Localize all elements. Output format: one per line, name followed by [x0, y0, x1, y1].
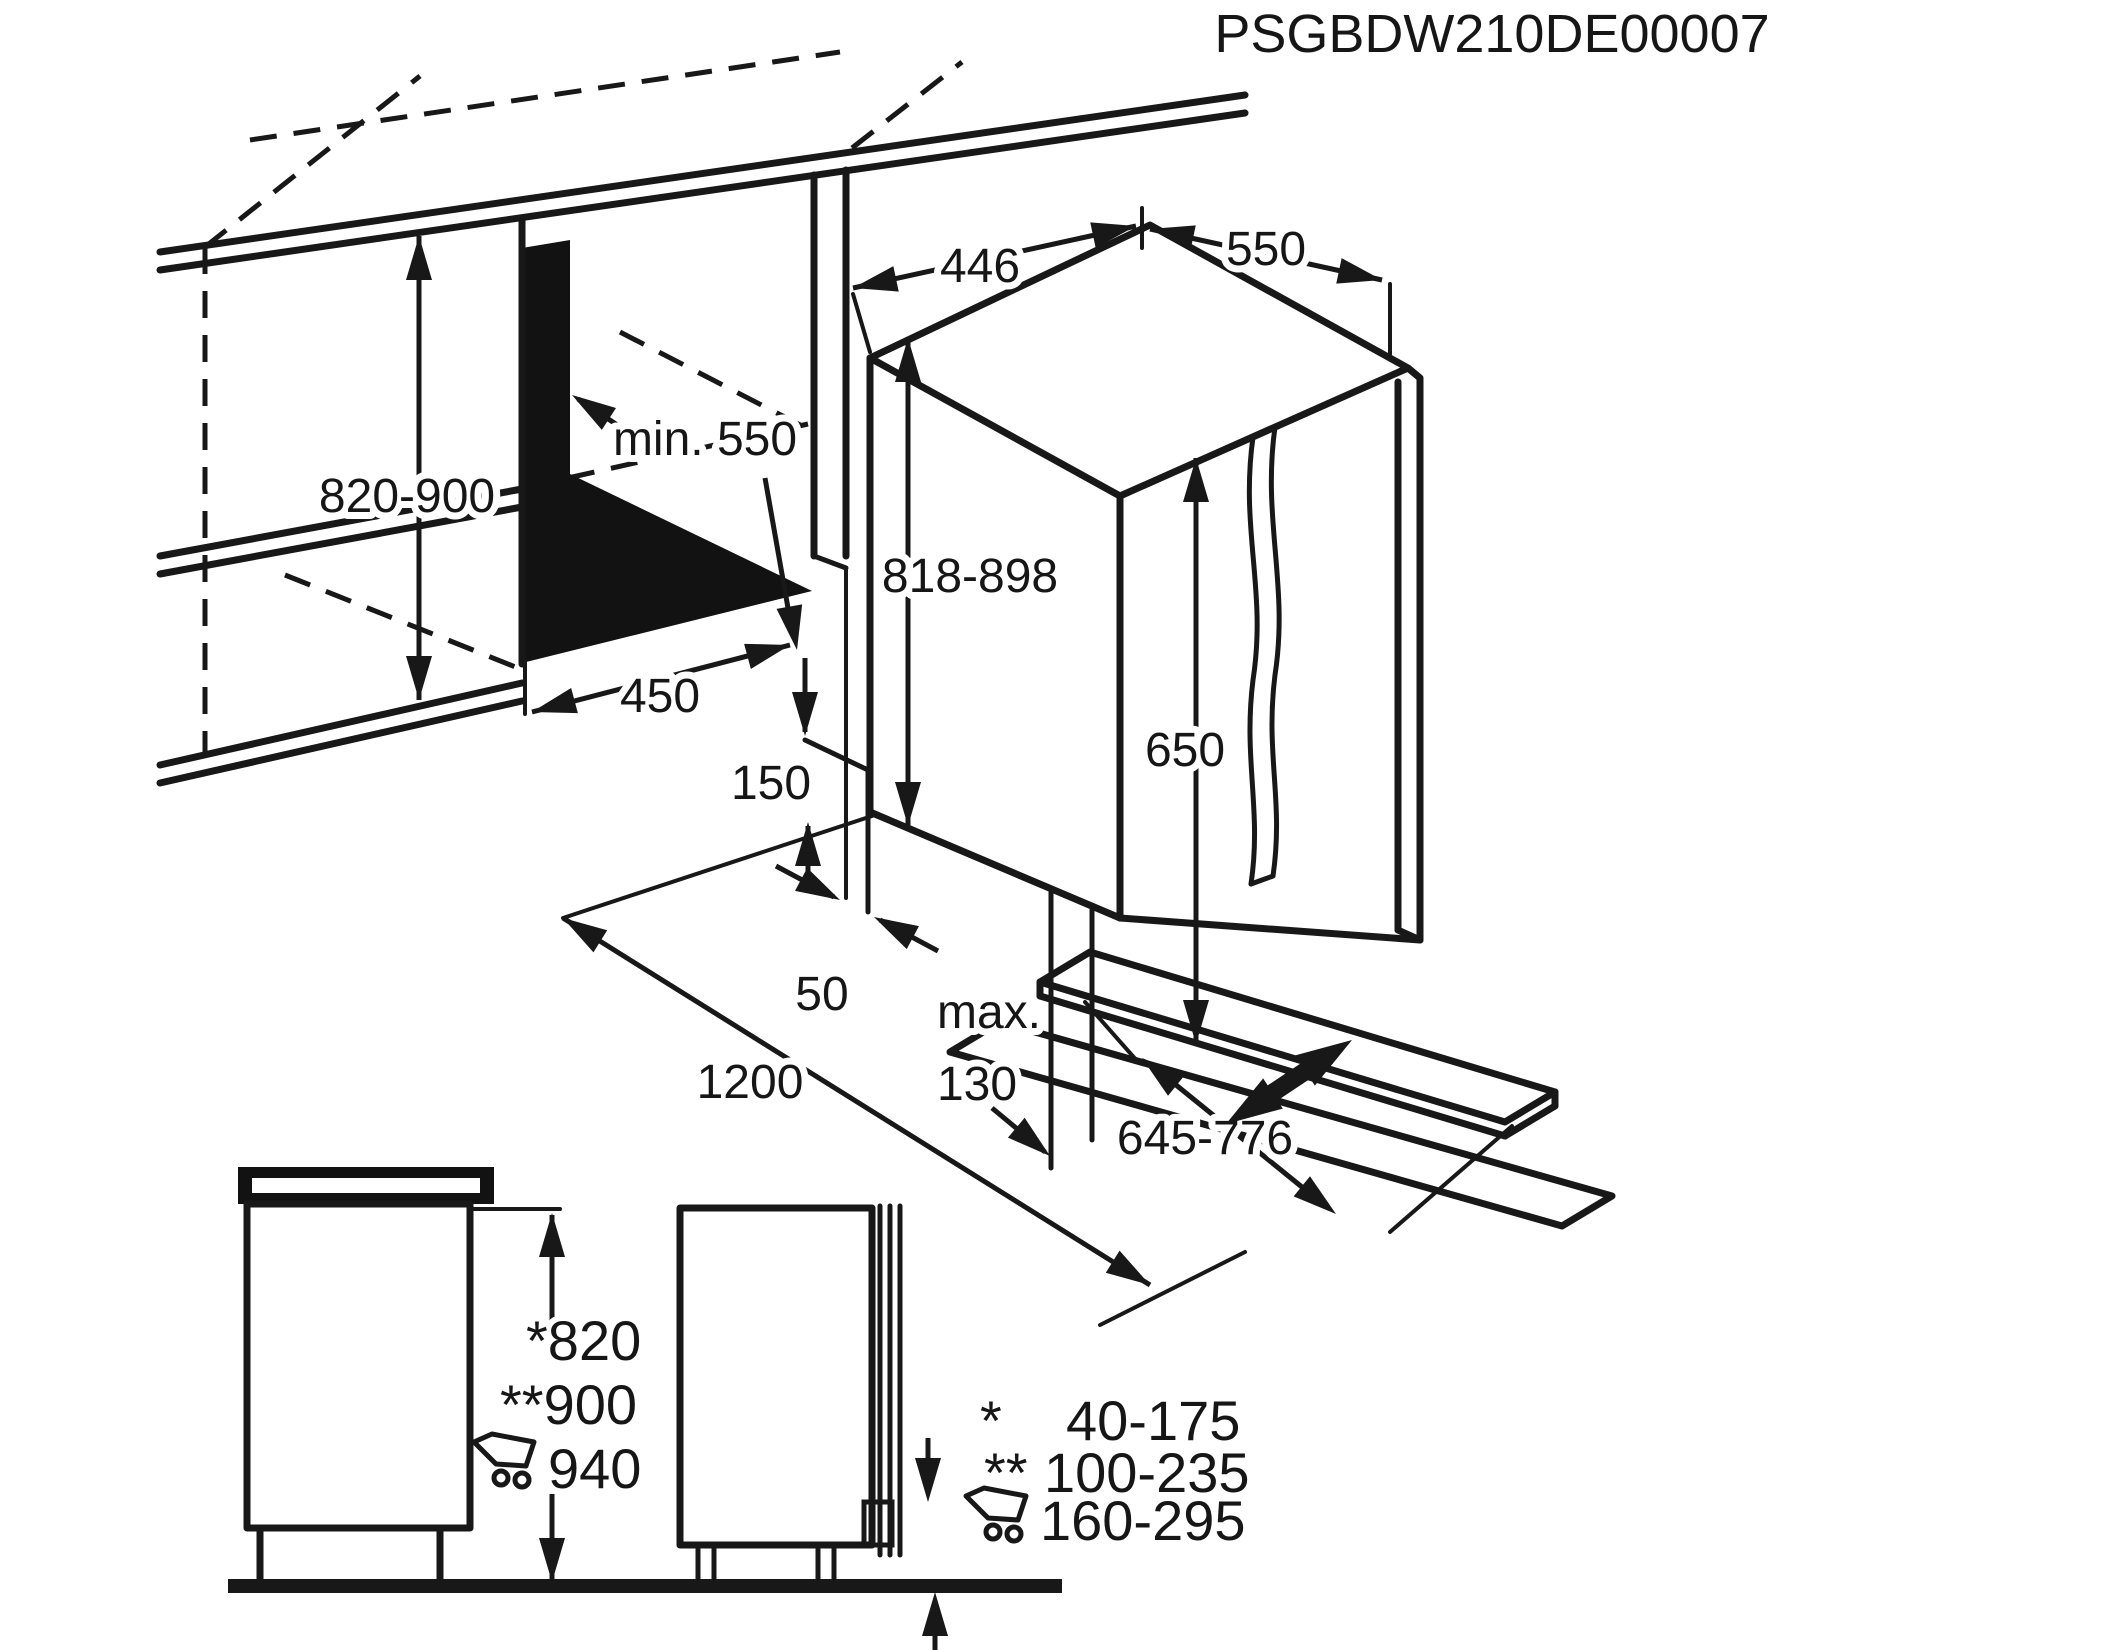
hidden-cabinet-edges	[202, 49, 964, 757]
niche-depth-label: min. 550	[613, 413, 797, 466]
niche-opening	[518, 216, 812, 668]
dim-appliance-height: 818-898	[875, 338, 1065, 826]
dim-niche-width: 450	[523, 632, 794, 730]
niche-side-panel	[810, 166, 850, 900]
legend-value: 100-235	[1044, 1441, 1250, 1504]
cabinet-side-view	[238, 1167, 494, 1588]
foot-adjustment-legend: * 40-175 ** 100-235 160-295	[966, 1383, 1256, 1558]
side-gap-label: 50	[795, 968, 848, 1021]
door-panel-wavy-edge	[1246, 434, 1260, 887]
niche-height-label: 820-900	[319, 470, 495, 523]
counter-base-rail	[156, 679, 526, 787]
appliance-depth-label: 550	[1226, 223, 1306, 276]
dim-niche-depth: min. 550	[564, 384, 810, 653]
appliance-height-label: 818-898	[882, 550, 1058, 603]
dim-side-gap: 50	[774, 863, 940, 1028]
dim-door-panel-height: 650	[1138, 458, 1232, 1044]
shopping-cart-icon	[474, 1434, 534, 1487]
niche-width-label: 450	[620, 670, 700, 723]
appliance-side-view	[676, 1203, 948, 1650]
main-isometric-view: 820-900 min. 550 450 446	[156, 49, 1616, 1327]
dim-front-clearance: 1200	[556, 814, 1247, 1327]
dim-slide-range: 645-776	[1083, 1000, 1514, 1234]
slide-out-plinth-boards	[946, 948, 1616, 1230]
front-clearance-label: 1200	[697, 1056, 804, 1109]
legend-value: 40-175	[1066, 1389, 1240, 1452]
door-panel-height-label: 650	[1145, 724, 1225, 777]
side-view-section: *820 **900 940 * 40-175 ** 100-235	[228, 1167, 1256, 1650]
slide-direction-icon	[1216, 1024, 1362, 1140]
dim-worktop-height: *820 **900 940	[474, 1207, 647, 1582]
worktop-height-double-star: **900	[500, 1373, 637, 1436]
worktop-height-cart: 940	[548, 1437, 641, 1500]
legend-value: 160-295	[1040, 1489, 1246, 1552]
appliance-width-label: 446	[940, 240, 1020, 293]
plinth-max-value: 130	[937, 1058, 1017, 1111]
door-bottom-arrow-icon	[915, 1458, 941, 1502]
dim-appliance-depth: 550	[1147, 216, 1392, 356]
door-panel-wavy-edge	[1268, 424, 1282, 879]
plinth-max-label: max.	[937, 986, 1041, 1039]
dim-niche-height: 820-900	[312, 236, 502, 700]
dim-appliance-width: 446	[850, 206, 1144, 354]
worktop-height-star: *820	[526, 1309, 641, 1372]
dishwasher-unit	[866, 221, 1424, 944]
counter-front-edge	[156, 485, 526, 578]
slide-range-label: 645-776	[1117, 1112, 1293, 1165]
dim-plinth-max: max. 130	[930, 889, 1095, 1171]
rear-recess-label: 150	[731, 757, 811, 810]
dim-rear-recess: 150	[724, 658, 871, 915]
counter-top-rail	[156, 91, 1249, 274]
floor-up-arrow-icon	[922, 1592, 948, 1636]
product-code-title: PSGBDW210DE00007	[1214, 4, 1769, 64]
